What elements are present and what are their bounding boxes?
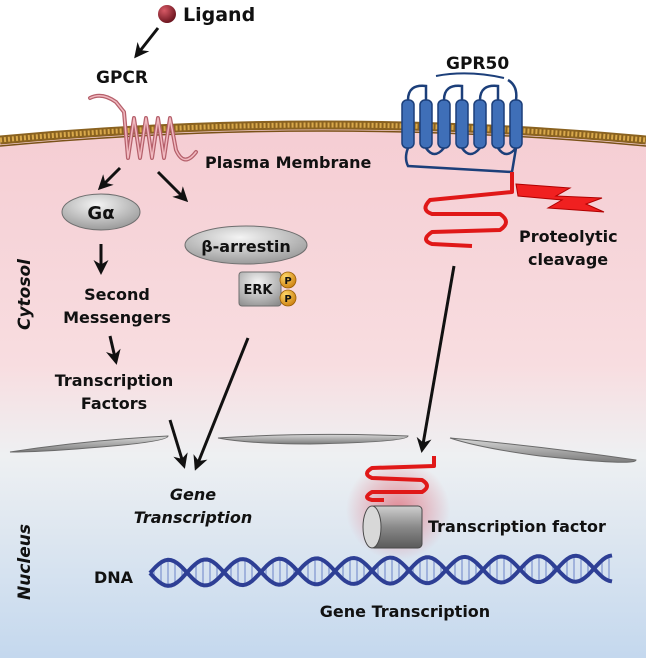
gpr50-label: GPR50 — [446, 54, 509, 74]
second-messengers-line2: Messengers — [63, 308, 171, 327]
ligand-arrow — [134, 27, 160, 59]
transcription-factor-protein — [362, 505, 423, 549]
cell-cytoplasm — [0, 125, 646, 658]
beta-arrestin-protein — [184, 225, 308, 265]
arrow-gpcr-to-galpha — [97, 166, 122, 191]
erk-kinase — [238, 271, 282, 307]
cleavage-lightning-icon — [515, 183, 605, 213]
plasma-membrane — [0, 120, 646, 147]
dna-strand-2 — [148, 553, 613, 588]
gpcr-label: GPCR — [96, 68, 148, 88]
transcription-factors-line1: Transcription — [55, 371, 174, 390]
beta-arrestin-label: β-arrestin — [201, 237, 291, 256]
proteolytic-label-line1: Proteolytic — [519, 227, 618, 246]
ligand-molecule — [158, 5, 176, 23]
gpr50-cleaved-c-terminus — [423, 172, 514, 248]
phosphate-icon — [279, 271, 297, 289]
proteolytic-label-line2: cleavage — [528, 250, 608, 269]
dna-helix — [148, 553, 613, 588]
transcription-factor-label: Transcription factor — [428, 517, 606, 536]
nuclear-envelope — [9, 433, 637, 463]
gpr50-n-terminus — [435, 72, 505, 79]
arrow-tf-to-gene — [168, 419, 188, 469]
arrow-messengers-to-tf — [105, 335, 121, 365]
nucleus-label: Nucleus — [15, 524, 35, 600]
gpr50-loops — [404, 78, 518, 174]
dna-strand-1 — [148, 553, 613, 588]
erk-label: ERK — [244, 283, 274, 298]
g-alpha-protein — [61, 193, 141, 231]
cytosol-label: Cytosol — [15, 258, 35, 330]
plasma-membrane-label: Plasma Membrane — [205, 153, 372, 172]
gpr50-receptor — [401, 99, 523, 149]
gpr50-fragment-nuclear — [365, 456, 436, 502]
gene-transcription-bottom-label: Gene Transcription — [320, 602, 490, 621]
phosphate-label: P — [284, 276, 291, 287]
phosphate-icon — [279, 289, 297, 307]
transcription-factors-line2: Factors — [81, 394, 147, 413]
gene-transcription-line1: Gene — [170, 485, 216, 504]
gene-transcription-line2: Transcription — [134, 508, 253, 527]
g-alpha-label: Gα — [87, 203, 114, 224]
phosphate-label: P — [284, 294, 291, 305]
ligand-label: Ligand — [183, 4, 255, 26]
arrow-gpcr-to-arrestin — [156, 170, 189, 203]
arrow-erk-to-gene — [193, 337, 250, 471]
dna-label: DNA — [94, 568, 134, 587]
arrow-fragment-to-nucleus — [416, 265, 456, 453]
second-messengers-line1: Second — [84, 285, 150, 304]
